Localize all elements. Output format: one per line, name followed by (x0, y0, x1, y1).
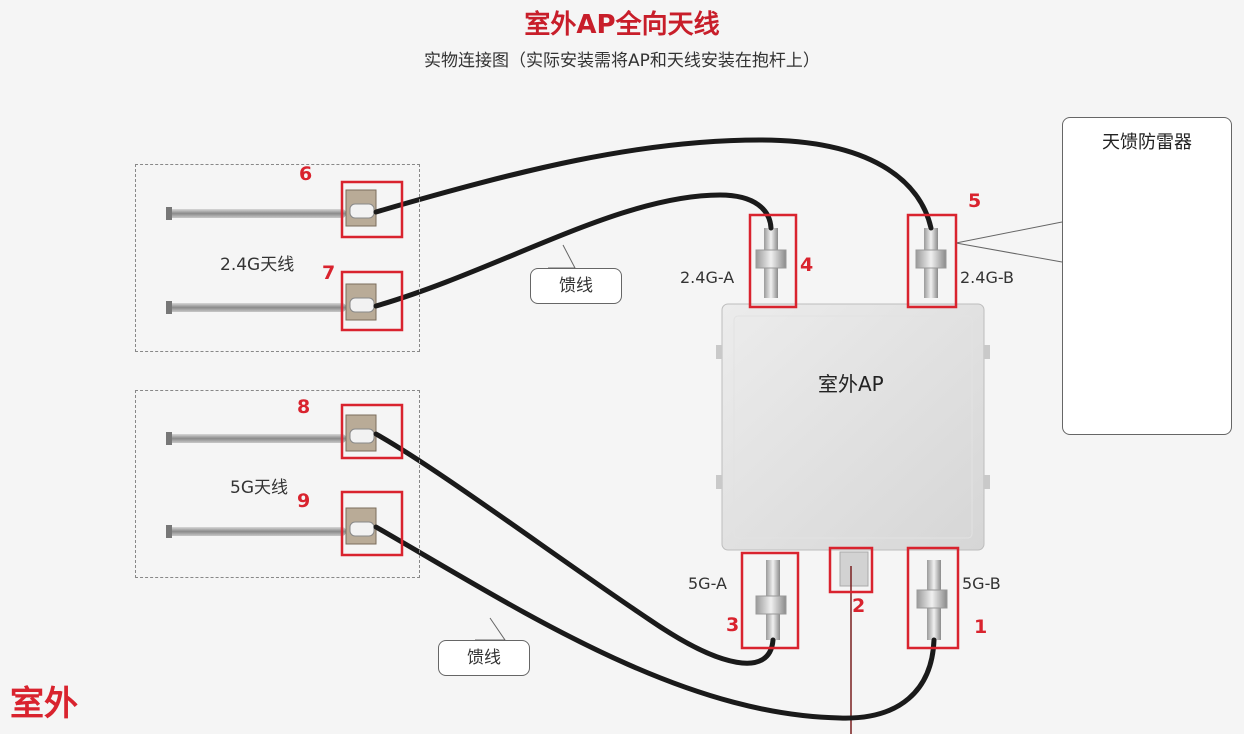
number-2: 2 (852, 595, 866, 617)
antenna-5g-top (166, 414, 377, 452)
port-5g-a-label: 5G-A (688, 574, 727, 593)
highlight-4 (748, 213, 798, 309)
number-3: 3 (726, 614, 740, 636)
number-4: 4 (800, 254, 814, 276)
highlight-6 (340, 180, 404, 239)
diagram-subtitle: 实物连接图（实际安装需将AP和天线安装在抱杆上） (424, 51, 820, 71)
feeder-callout-top: 馈线 (530, 268, 622, 304)
cable-8-to-5g-a (373, 431, 776, 666)
arrester-callout-box: 天馈防雷器 (1062, 117, 1232, 435)
highlight-9 (340, 490, 404, 557)
connector-24g-a (755, 228, 787, 298)
cable-6-to-24g-b (373, 137, 934, 231)
outdoor-ap-body (716, 303, 990, 551)
highlight-3 (740, 551, 800, 650)
antenna-group-5g (135, 390, 420, 578)
highlight-7 (340, 270, 404, 332)
number-8: 8 (297, 396, 311, 418)
outdoor-label: 室外 (10, 684, 78, 724)
number-9: 9 (297, 490, 311, 512)
highlight-2 (828, 546, 874, 594)
feeder-cables (373, 137, 937, 721)
number-5: 5 (968, 190, 982, 212)
antenna-24g-label: 2.4G天线 (220, 255, 295, 275)
ap-label: 室外AP (818, 372, 884, 396)
antenna-group-24g (135, 164, 420, 352)
antenna-24g-bottom (166, 283, 377, 321)
number-6: 6 (299, 163, 313, 185)
cable-9-to-5g-b (373, 524, 937, 721)
port-24g-b-label: 2.4G-B (960, 268, 1015, 287)
highlight-boxes (340, 180, 960, 650)
antenna-24g-top (166, 189, 377, 227)
connector-5g-b (916, 560, 948, 640)
connector-5g-a (755, 560, 787, 640)
port-24g-a-label: 2.4G-A (680, 268, 735, 287)
highlight-8 (340, 403, 404, 460)
arrester-title: 天馈防雷器 (1102, 132, 1192, 153)
number-1: 1 (974, 616, 988, 638)
ground-port (839, 551, 869, 587)
feeder-callout-bottom: 馈线 (438, 640, 530, 676)
port-5g-b-label: 5G-B (962, 574, 1001, 593)
diagram-title: 室外AP全向天线 (524, 10, 720, 40)
highlight-1 (906, 546, 960, 650)
antenna-5g-bottom (166, 507, 377, 545)
number-7: 7 (322, 262, 336, 284)
antenna-5g-label: 5G天线 (230, 478, 288, 498)
connector-24g-b (915, 228, 947, 298)
highlight-5 (906, 213, 958, 309)
cable-7-to-24g-a (373, 192, 774, 309)
